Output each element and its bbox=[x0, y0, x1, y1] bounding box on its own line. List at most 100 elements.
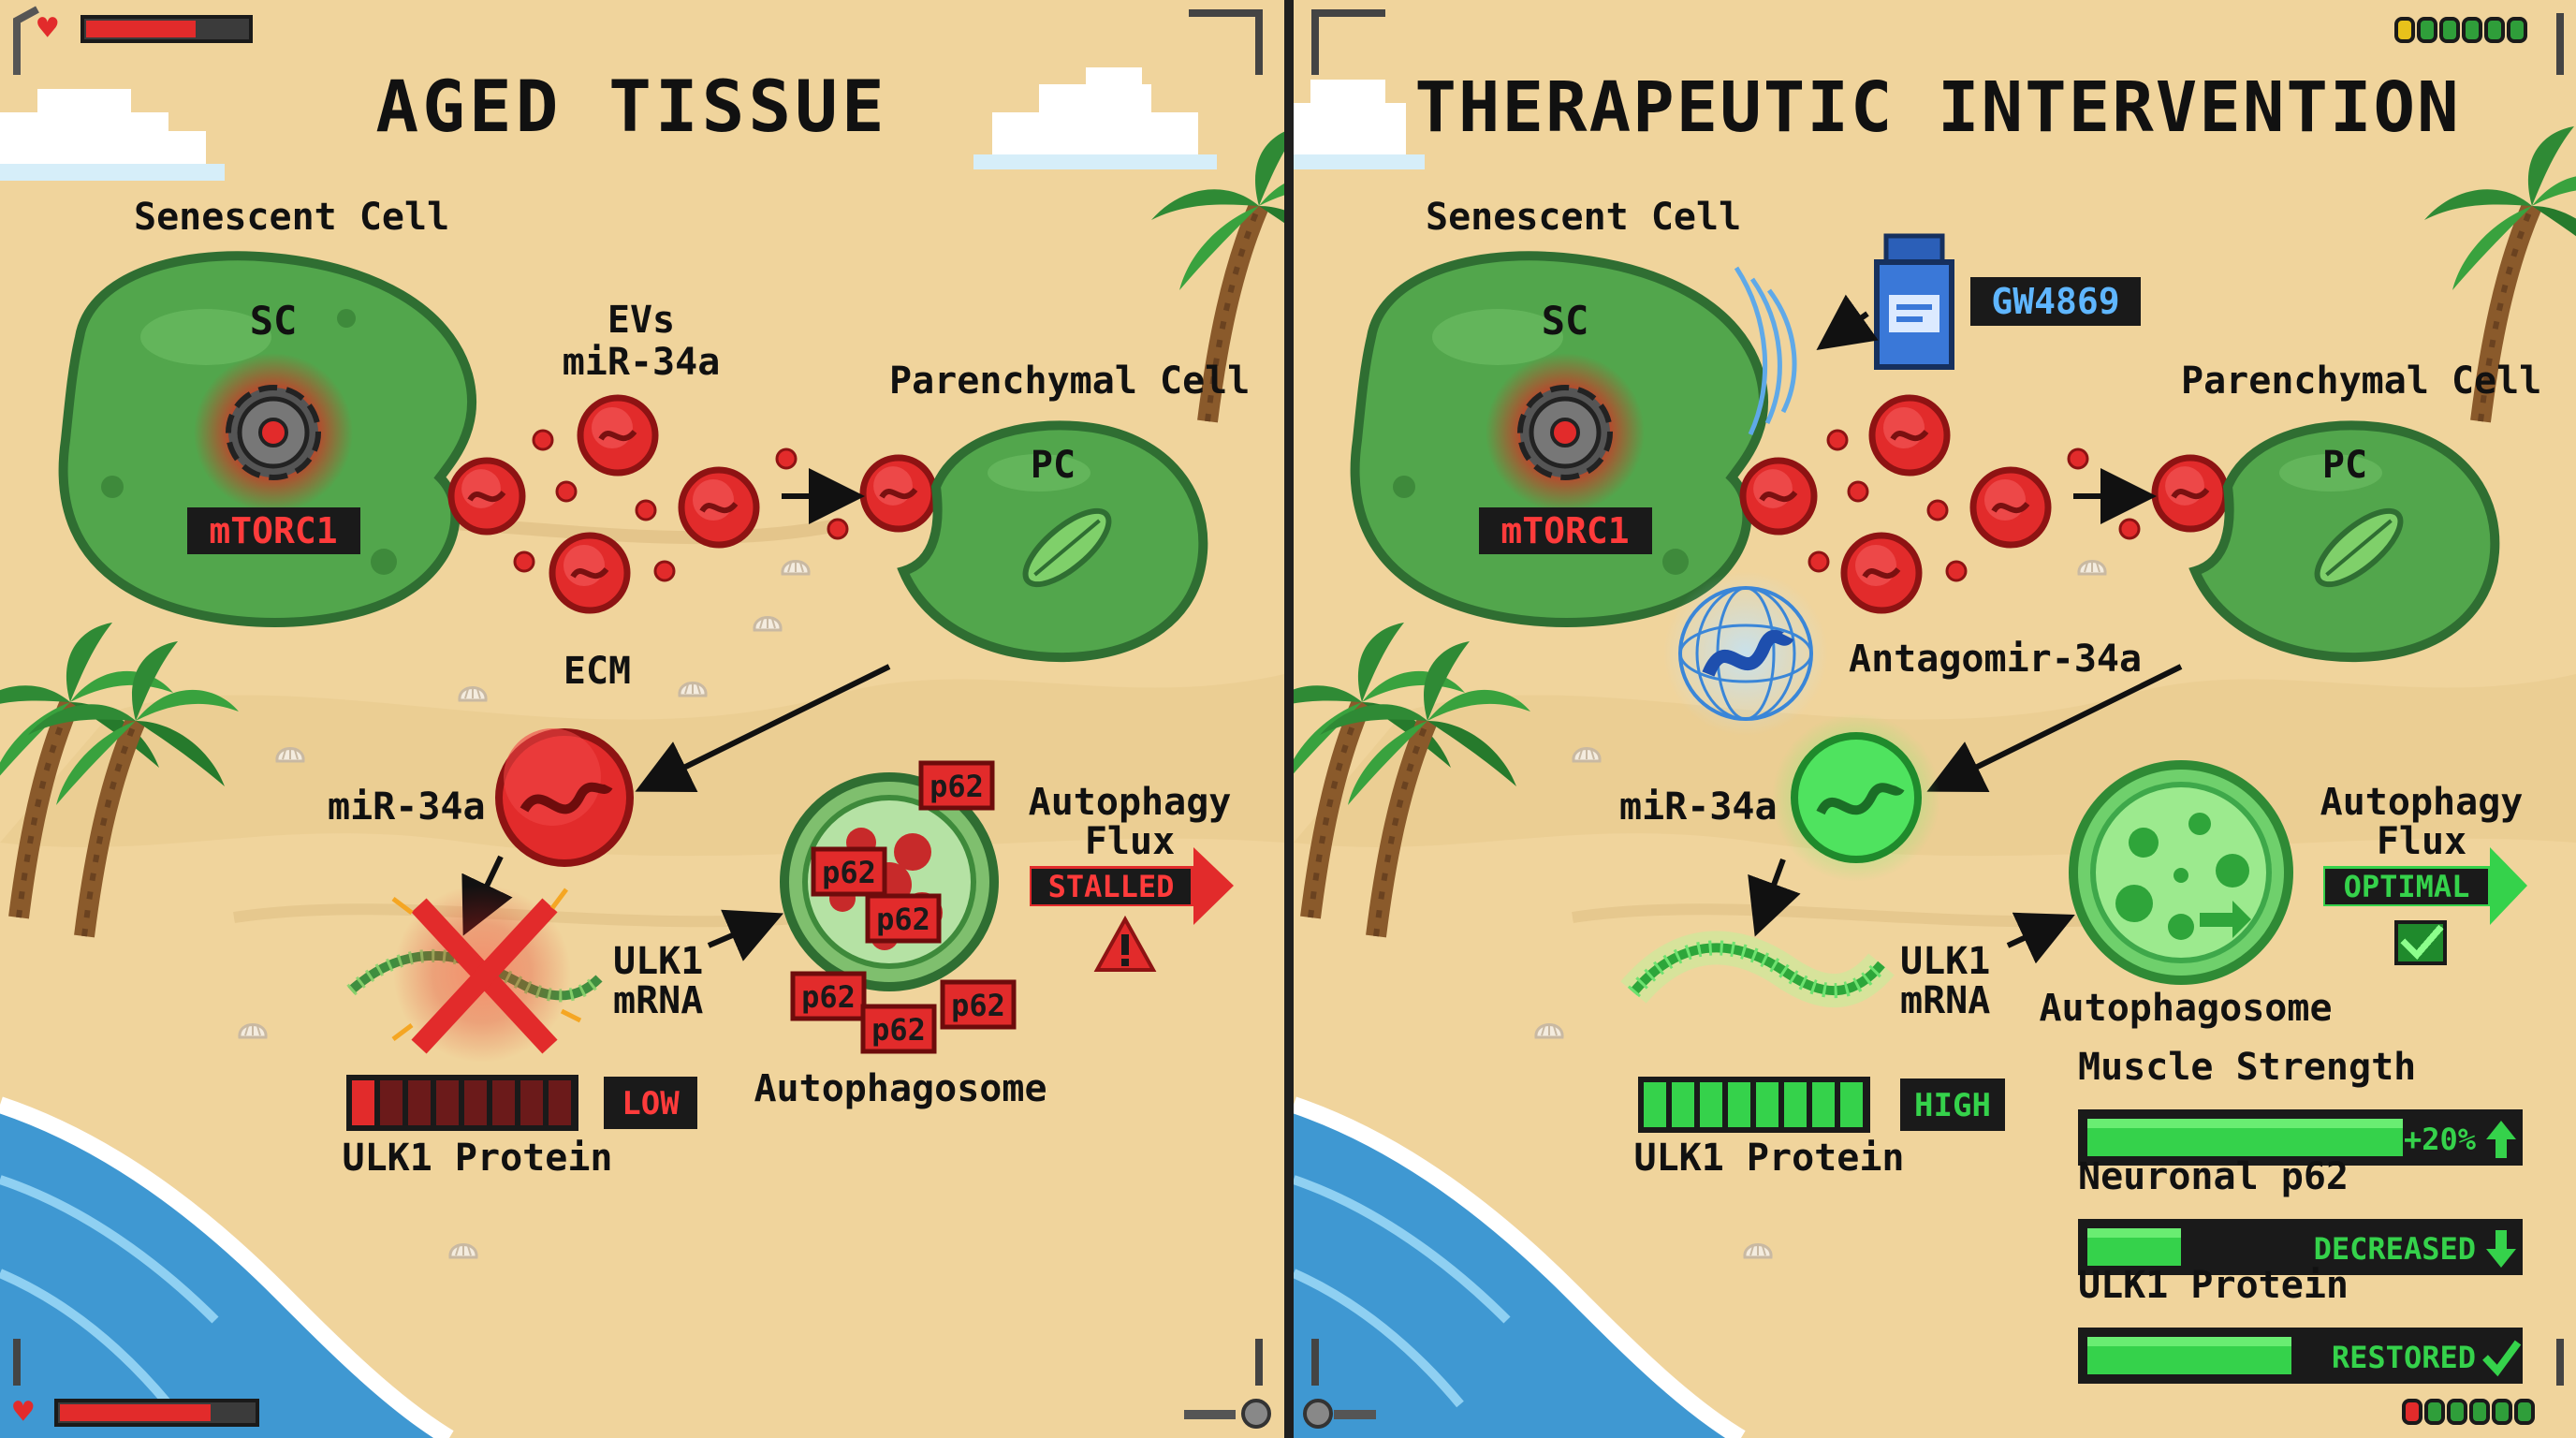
meter-segment bbox=[1728, 1082, 1750, 1127]
outcome-metrics: Muscle Strength+20%Neuronal p62DECREASED… bbox=[2078, 1046, 2523, 1384]
ulk1-mrna-restored bbox=[1620, 931, 1895, 1008]
meter-segment bbox=[464, 1080, 487, 1125]
shell-icon bbox=[1534, 1022, 1564, 1039]
metric-label: ULK1 Protein bbox=[2078, 1264, 2349, 1307]
ecm-label: ECM bbox=[564, 650, 631, 693]
coin-icon bbox=[2447, 1399, 2467, 1425]
p62-aggregate-tag: p62 bbox=[790, 971, 867, 1021]
autophagy-flux-label-line2: Flux bbox=[1085, 820, 1175, 863]
left-cloud-1 bbox=[0, 89, 225, 181]
coin-icon bbox=[2424, 1399, 2445, 1425]
shell-icon bbox=[458, 685, 488, 702]
vesicle-mir-34a bbox=[2151, 454, 2230, 533]
metric-value: +20% bbox=[2404, 1122, 2477, 1157]
check-icon bbox=[2482, 1340, 2522, 1377]
mir-label: miR-34a bbox=[1619, 785, 1778, 829]
ulk1-level-badge-text: LOW bbox=[622, 1085, 680, 1123]
right-cloud bbox=[1294, 80, 1425, 169]
metric-value: DECREASED bbox=[2314, 1231, 2476, 1267]
pc-label: PC bbox=[1031, 444, 1076, 487]
p62-aggregate-tag: p62 bbox=[918, 760, 995, 811]
svg-text:p62: p62 bbox=[871, 1012, 926, 1048]
antagomir-cage-icon bbox=[1663, 571, 1828, 736]
senescent-cell-label: Senescent Cell bbox=[1426, 196, 1741, 239]
mtorc1-badge bbox=[1479, 507, 1652, 554]
left-top-health-bar: ♥ bbox=[37, 9, 253, 48]
frame-corner-top-left bbox=[1311, 9, 1385, 75]
extracellular-vesicles bbox=[1739, 394, 2230, 614]
p62-aggregate-tag: p62 bbox=[865, 893, 942, 944]
panel-divider bbox=[1284, 0, 1294, 1438]
svg-text:p62: p62 bbox=[951, 988, 1005, 1023]
metric-row: Muscle Strength+20% bbox=[2078, 1046, 2523, 1166]
vesicle-mir-34a bbox=[549, 532, 631, 614]
ulk1-mrna-label-line2: mRNA bbox=[1900, 979, 1990, 1022]
mir-label: miR-34a bbox=[328, 785, 486, 829]
ulk1-protein-meter bbox=[1638, 1077, 1870, 1133]
parenchymal-cell-label: Parenchymal Cell bbox=[2181, 360, 2541, 403]
parenchymal-cell-label: Parenchymal Cell bbox=[889, 360, 1250, 403]
ulk1-mrna-label-line1: ULK1 bbox=[613, 940, 703, 983]
vesicle-mir-34a bbox=[577, 394, 659, 477]
rna-squiggle-icon bbox=[520, 782, 613, 814]
metric-label: Neuronal p62 bbox=[2078, 1155, 2349, 1198]
coin-icon bbox=[2484, 17, 2505, 43]
flux-status-arrow bbox=[2323, 847, 2527, 925]
meter-segment bbox=[1784, 1082, 1807, 1127]
left-pc-to-mir-arrow bbox=[635, 664, 891, 793]
drug-action-arrow bbox=[1816, 294, 1879, 350]
left-panel-title: AGED TISSUE bbox=[375, 65, 887, 148]
healthy-autophagosome bbox=[2069, 760, 2293, 985]
ulk1-protein-meter bbox=[346, 1075, 578, 1131]
shell-icon bbox=[275, 746, 305, 763]
flux-status-arrow bbox=[1030, 847, 1234, 925]
vesicle-mir-34a bbox=[1840, 532, 1923, 614]
ulk1-mrna-label-line2: mRNA bbox=[613, 979, 703, 1022]
sc-label: SC bbox=[1542, 298, 1589, 344]
vesicle-mir-34a bbox=[447, 457, 526, 536]
right-top-coin-counter bbox=[2394, 17, 2527, 43]
meter-segment bbox=[436, 1080, 459, 1125]
drug-label: GW4869 bbox=[1991, 281, 2119, 322]
coin-icon bbox=[2507, 17, 2527, 43]
coin-icon bbox=[2402, 1399, 2422, 1425]
right-vesicle-dots bbox=[1808, 429, 2141, 582]
autophagy-flux-label-line2: Flux bbox=[2377, 820, 2466, 863]
mir-34a-neutralized-particle bbox=[1772, 713, 1940, 882]
sc-label: SC bbox=[250, 298, 298, 344]
vesicle-mir-34a bbox=[859, 454, 938, 533]
svg-text:p62: p62 bbox=[929, 769, 984, 804]
meter-segment bbox=[408, 1080, 431, 1125]
meter-segment bbox=[1644, 1082, 1666, 1127]
nucleus-leaf-icon bbox=[2314, 507, 2404, 588]
shell-icon bbox=[1572, 746, 1602, 763]
mtorc1-label: mTORC1 bbox=[1500, 510, 1629, 551]
shell-icon bbox=[678, 681, 708, 697]
svg-text:p62: p62 bbox=[876, 902, 930, 937]
drug-inhibition-waves bbox=[1734, 266, 1797, 436]
right-bottom-coin-counter bbox=[2402, 1399, 2535, 1425]
meter-segment bbox=[1672, 1082, 1694, 1127]
p62-aggregate-tag: p62 bbox=[811, 846, 887, 897]
frame-corner-top-left bbox=[13, 6, 39, 75]
shell-icon bbox=[448, 1242, 478, 1259]
autophagosome-label: Autophagosome bbox=[754, 1067, 1046, 1110]
drug-vial-icon bbox=[1874, 233, 1954, 370]
shell-icon bbox=[1743, 1242, 1773, 1259]
arrow-down-icon bbox=[2486, 1230, 2516, 1268]
blocked-x-icon bbox=[411, 898, 558, 1054]
meter-segment bbox=[1840, 1082, 1863, 1127]
svg-text:p62: p62 bbox=[801, 979, 856, 1015]
vesicle-mir-34a bbox=[1739, 457, 1818, 536]
meter-segment bbox=[352, 1080, 374, 1125]
coin-icon bbox=[2439, 17, 2460, 43]
left-vesicle-dots bbox=[513, 429, 849, 582]
ulk1-protein-label: ULK1 Protein bbox=[343, 1137, 613, 1180]
left-panel: ♥ ♥ AGED TISSUE Senescent Cell SC bbox=[0, 0, 1284, 1438]
meter-segment bbox=[1700, 1082, 1722, 1127]
svg-text:p62: p62 bbox=[822, 855, 876, 890]
coin-icon bbox=[2417, 17, 2437, 43]
heart-icon: ♥ bbox=[13, 1393, 34, 1431]
